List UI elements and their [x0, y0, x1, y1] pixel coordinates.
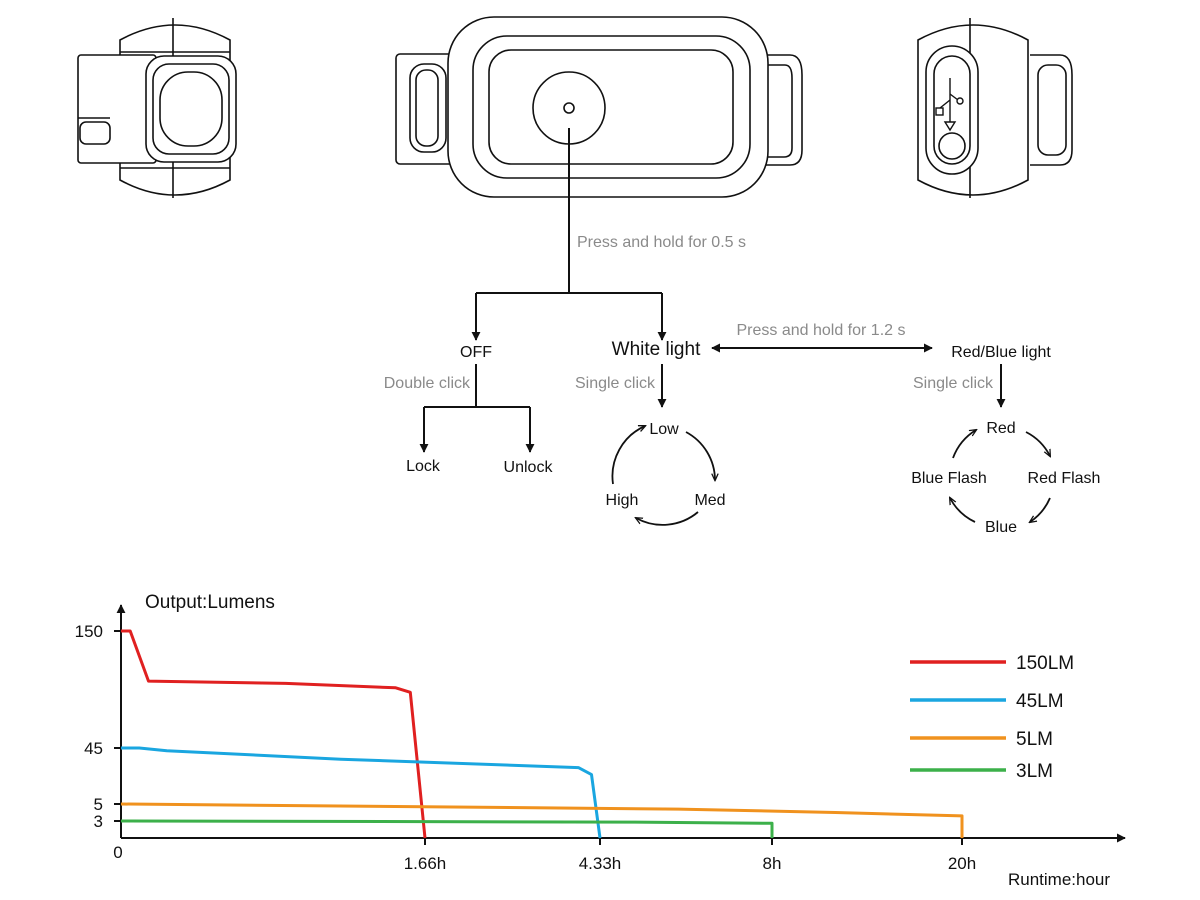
red-blue-light-label: Red/Blue light [951, 344, 1051, 361]
series-line-150lm [121, 629, 427, 839]
runtime-chart: Output:Lumens Runtime:hour 0 150 45 53 1.66… [75, 592, 1126, 889]
legend-label-3lm: 3LM [1016, 761, 1053, 782]
y-tick-label-1: 45 [84, 739, 103, 758]
usb-icon [935, 78, 964, 132]
unlock-label: Unlock [504, 459, 554, 476]
legend-label-5lm: 5LM [1016, 729, 1053, 750]
off-label: OFF [460, 344, 492, 361]
device-front-view [395, 16, 803, 198]
x-tick-label-1: 4.33h [579, 854, 622, 873]
x-tick-label-3: 20h [948, 854, 976, 873]
x-tick-label-0: 1.66h [404, 854, 447, 873]
red-label: Red [986, 420, 1015, 437]
operation-flow [419, 128, 1006, 453]
series-line-5lm [120, 802, 964, 838]
legend-label-45lm: 45LM [1016, 691, 1064, 712]
med-label: Med [694, 492, 725, 509]
y-axis-title: Output:Lumens [145, 592, 275, 613]
lock-label: Lock [406, 458, 441, 475]
series-line-45lm [121, 746, 602, 839]
origin-label: 0 [113, 843, 122, 862]
blue-label: Blue [985, 519, 1017, 536]
series-line-3lm [120, 819, 774, 838]
x-axis-title: Runtime:hour [1008, 870, 1110, 889]
low-label: Low [649, 421, 679, 438]
blue-flash-label: Blue Flash [911, 470, 987, 487]
high-label: High [606, 492, 639, 509]
hold-05-label: Press and hold for 0.5 s [577, 234, 746, 251]
single-click-white-label: Single click [575, 375, 656, 392]
x-tick-label-2: 8h [763, 854, 782, 873]
red-blue-mode-cycle [950, 430, 1050, 522]
red-flash-label: Red Flash [1028, 470, 1101, 487]
y-tick-label-2: 5 [94, 795, 103, 814]
legend-label-150lm: 150LM [1016, 653, 1074, 674]
white-light-label: White light [612, 339, 701, 360]
single-click-red-label: Single click [913, 375, 994, 392]
y-tick-label-0: 150 [75, 622, 103, 641]
double-click-label: Double click [384, 375, 471, 392]
device-left-side-view [77, 18, 237, 198]
hold-12-label: Press and hold for 1.2 s [737, 322, 906, 339]
white-mode-cycle [611, 426, 715, 526]
y-tick-label-3: 3 [94, 812, 103, 831]
device-right-side-view [917, 18, 1073, 198]
